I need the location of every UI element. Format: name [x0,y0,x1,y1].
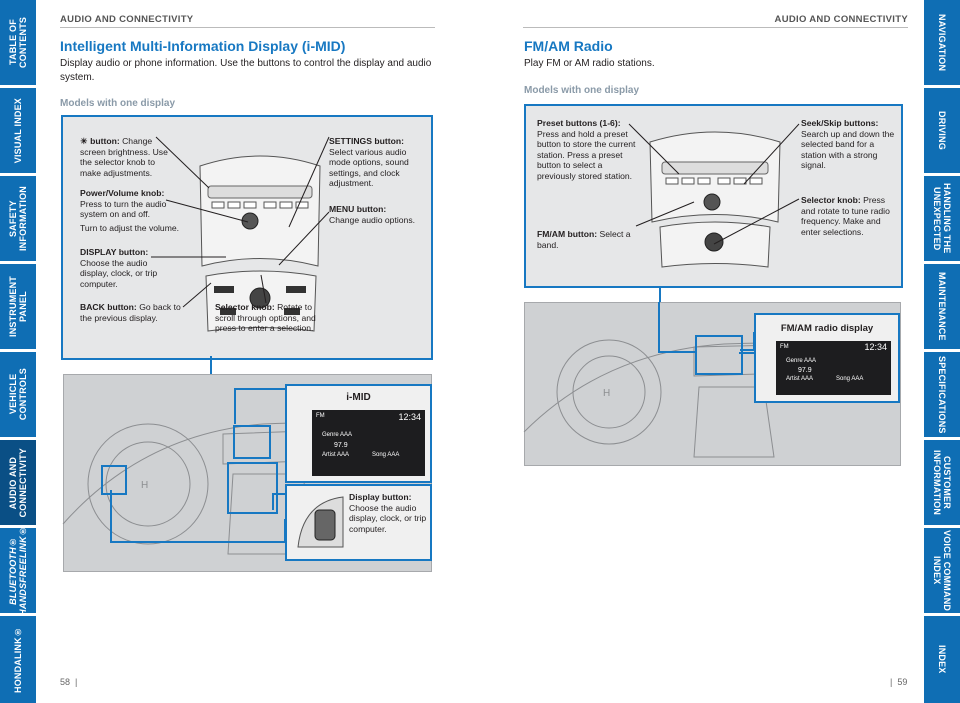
left-page-title: Intelligent Multi-Information Display (i… [60,38,346,54]
tab-maintenance[interactable]: MAINTENANCE [924,264,960,349]
left-intro: Display audio or phone information. Use … [60,58,432,83]
right-intro: Play FM or AM radio stations. [524,58,655,69]
radio-display-connector [739,352,754,354]
fmam-button-callout: FM/AM button: Select a band. [537,229,631,250]
left-leader-lines [151,136,330,308]
selector-knob-callout: Selector knob: Rotate to scroll through … [215,302,316,333]
back-button-callout: BACK button: Go back to the previous dis… [80,302,181,323]
tab-hondalink[interactable]: HONDALINK® [0,616,36,703]
right-selector-knob-callout: Selector knob: Press and rotate to tune … [801,195,890,237]
display-button-inset: Display button:Choose the audio display,… [285,484,432,561]
imid-screen: FM 12:34 Genre AAA 97.9 Artist AAA Song … [312,410,425,476]
power-volume-callout: Power/Volume knob:Press to turn the audi… [80,188,180,233]
tab-navigation[interactable]: NAVIGATION [924,0,960,85]
tab-vehicle-controls[interactable]: VEHICLE CONTROLS [0,352,36,437]
tab-customer-information[interactable]: CUSTOMER INFORMATION [924,440,960,525]
imid-inset: i-MID FM 12:34 Genre AAA 97.9 Artist AAA… [285,384,432,483]
right-running-head: AUDIO AND CONNECTIVITY [774,14,908,25]
radio-screen: FM 12:34 Genre AAA 97.9 Artist AAA Song … [776,341,891,395]
left-section-tabs: TABLE OF CONTENTS VISUAL INDEX SAFETY IN… [0,0,36,703]
display-button-inset-text: Display button:Choose the audio display,… [349,492,427,534]
preset-buttons-callout: Preset buttons (1-6):Press and hold a pr… [537,118,636,181]
tab-specifications[interactable]: SPECIFICATIONS [924,352,960,437]
tab-visual-index[interactable]: VISUAL INDEX [0,88,36,173]
tab-safety-information[interactable]: SAFETY INFORMATION [0,176,36,261]
left-running-head: AUDIO AND CONNECTIVITY [60,14,194,25]
right-page-title: FM/AM Radio [524,38,613,54]
right-leader-lines [628,123,800,245]
tab-audio-and-connectivity[interactable]: AUDIO AND CONNECTIVITY [0,440,36,525]
right-page-number: | 59 [890,677,908,687]
tab-bluetooth-handsfreelink[interactable]: BLUETOOTH® HANDSFREELINK® [0,526,36,615]
left-connector [210,356,212,376]
left-subhead: Models with one display [60,98,176,109]
tab-driving[interactable]: DRIVING [924,88,960,173]
svg-text:H: H [603,388,610,399]
imid-label: i-MID [346,392,371,403]
seek-skip-callout: Seek/Skip buttons:Search up and down the… [801,118,895,170]
audio-unit-illustration [199,155,321,332]
brightness-icon: ☀ [80,136,88,146]
imid-highlight [233,425,271,459]
settings-button-callout: SETTINGS button:Select various audio mod… [329,136,409,188]
right-connector [659,286,661,302]
radio-display-highlight [695,335,743,375]
tab-instrument-panel[interactable]: INSTRUMENT PANEL [0,264,36,349]
steering-switch-icon [297,496,344,548]
tab-table-of-contents[interactable]: TABLE OF CONTENTS [0,0,36,85]
radio-unit-illustration [649,131,781,268]
tab-voice-command-index[interactable]: VOICE COMMAND INDEX [924,528,960,613]
right-header-rule [523,27,908,28]
left-page-number: 58 | [60,677,78,687]
right-subhead: Models with one display [524,85,640,96]
radio-display-inset: FM/AM radio display FM 12:34 Genre AAA 9… [754,313,900,403]
right-section-tabs: NAVIGATION DRIVING HANDLING THE UNEXPECT… [924,0,960,703]
brightness-callout: ☀ button: Change screen brightness. Use … [80,136,168,178]
tab-handling-the-unexpected[interactable]: HANDLING THE UNEXPECTED [924,176,960,261]
left-header-rule [60,27,435,28]
tab-index[interactable]: INDEX [924,616,960,703]
display-button-callout: DISPLAY button:Choose the audio display,… [80,247,158,289]
menu-button-callout: MENU button:Change audio options. [329,204,416,225]
audio-unit-highlight [227,462,278,514]
radio-display-label: FM/AM radio display [780,323,874,334]
svg-text:H: H [141,480,148,491]
display-button-highlight [101,465,127,495]
